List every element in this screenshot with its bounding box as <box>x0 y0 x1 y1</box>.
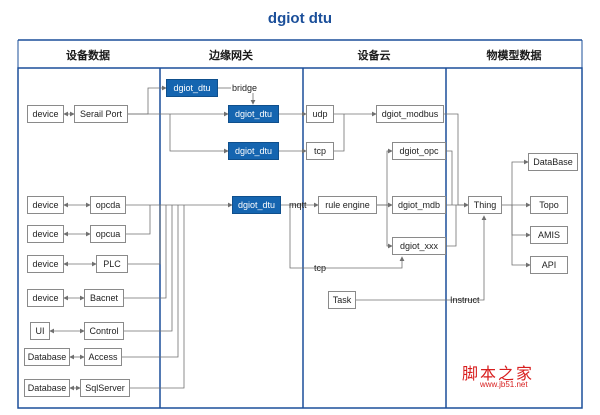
diagram-title: dgiot dtu <box>267 10 333 27</box>
node-api: API <box>530 256 568 274</box>
edge-thing-api <box>511 205 531 268</box>
node-plc: PLC <box>96 255 128 273</box>
node-database-2: Database <box>24 379 70 397</box>
edge-sqlserver-bus <box>130 205 185 389</box>
column-device-cloud: 设备云 <box>357 49 391 62</box>
node-dgiot-dtu-3: dgiot_dtu <box>228 142 279 160</box>
node-control: Control <box>84 322 124 340</box>
edge-task-thing <box>356 215 487 301</box>
edge-control-bus <box>124 205 173 332</box>
edge-plc-bus <box>128 205 161 265</box>
node-opcua: opcua <box>90 225 126 243</box>
edge-tcp-xxx <box>388 256 405 269</box>
node-dgiot-dtu-top: dgiot_dtu <box>166 79 218 97</box>
edge-bacnet-bus <box>124 205 167 299</box>
node-amis: AMIS <box>530 226 568 244</box>
node-device-5: device <box>27 289 64 307</box>
node-tcp: tcp <box>306 142 334 160</box>
node-device-1: device <box>27 105 64 123</box>
node-topo: Topo <box>530 196 568 214</box>
edge-label-bridge: bridge <box>232 83 258 93</box>
node-dgiot-mdb: dgiot_mdb <box>392 196 446 214</box>
node-serial-port: Serail Port <box>74 105 128 123</box>
column-edge-gateway: 边缘网关 <box>209 49 253 62</box>
column-device-data: 设备数据 <box>66 49 110 62</box>
node-thing: Thing <box>468 196 502 214</box>
column-thing-model: 物模型数据 <box>486 49 542 62</box>
node-rule-engine: rule engine <box>318 196 377 214</box>
node-dgiot-opc: dgiot_opc <box>392 142 446 160</box>
node-udp: udp <box>306 105 334 123</box>
node-dgiot-dtu-2: dgiot_dtu <box>228 105 279 123</box>
edge-opc-thing <box>446 150 453 205</box>
node-dgiot-xxx: dgiot_xxx <box>392 237 446 255</box>
node-dgiot-modbus: dgiot_modbus <box>376 105 444 123</box>
edge-label-mqtt: mqtt <box>289 200 307 210</box>
node-ui: UI <box>30 322 50 340</box>
edge-thing-amis <box>511 205 531 238</box>
edge-modbus-thing <box>444 113 469 208</box>
edge-label-tcp: tcp <box>314 263 327 273</box>
node-device-4: device <box>27 255 64 273</box>
edge-label-instruct: Instruct <box>450 295 480 305</box>
node-dgiot-dtu-main: dgiot_dtu <box>232 196 281 214</box>
edge-dtu-main-tcp <box>289 205 388 269</box>
edge-rule-xxx <box>386 205 393 249</box>
node-opcda: opcda <box>90 196 126 214</box>
frame <box>17 39 583 409</box>
node-database-1: Database <box>24 348 70 366</box>
node-database-out: DataBase <box>528 153 578 171</box>
node-access: Access <box>84 348 122 366</box>
edge-serial-dtu3 <box>169 114 229 154</box>
node-device-2: device <box>27 196 64 214</box>
node-sqlserver: SqlServer <box>80 379 130 397</box>
edge-xxx-thing <box>446 205 457 247</box>
watermark-url: www.jb51.net <box>480 380 528 389</box>
edge-rule-opc <box>377 148 393 206</box>
node-task: Task <box>328 291 356 309</box>
node-device-3: device <box>27 225 64 243</box>
edge-access-bus <box>122 205 179 358</box>
edge-tcp-join <box>334 114 345 152</box>
watermark-text: 脚本之家 <box>462 364 535 383</box>
node-bacnet: Bacnet <box>84 289 124 307</box>
edge-thing-database <box>511 159 529 205</box>
edge-opcua-bus <box>126 205 151 235</box>
